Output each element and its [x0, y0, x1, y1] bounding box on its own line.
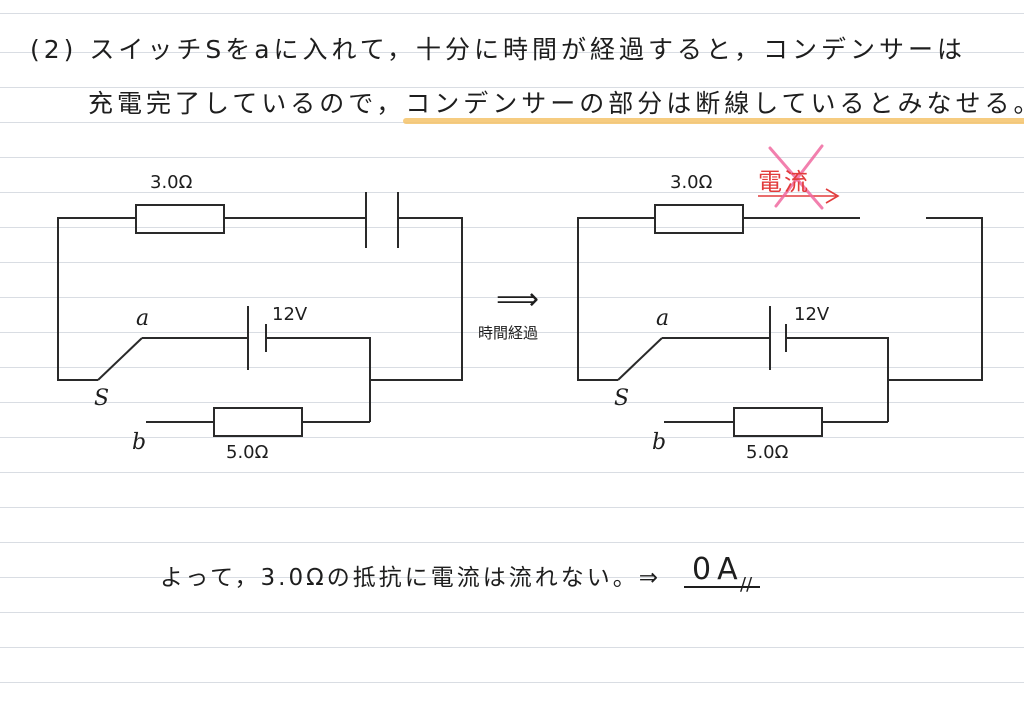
left-node-b: b: [132, 430, 147, 455]
right-battery-to-node: [786, 337, 889, 422]
cross-out-stroke-2: [774, 144, 824, 208]
right-right-wire: [888, 217, 983, 381]
right-battery-label: 12V: [794, 304, 830, 325]
left-resistor-top: [135, 204, 225, 234]
left-resistor-top-label: 3.0Ω: [150, 172, 193, 193]
statement-line-2-plain: 充電完了しているので，: [88, 89, 406, 118]
transition-label: 時間経過: [478, 324, 539, 342]
left-top-wire: [57, 217, 136, 381]
left-battery-label: 12V: [272, 304, 308, 325]
current-arrow-head: [825, 188, 840, 204]
right-resistor-top-label: 3.0Ω: [670, 172, 713, 193]
right-resistor-top: [654, 204, 744, 234]
left-resistor-bottom: [213, 407, 303, 437]
statement-line-1: (2) スイッチSをaに入れて，十分に時間が経過すると，コンデンサーは: [30, 35, 967, 64]
answer-end-mark: //: [740, 574, 753, 595]
right-node-b: b: [652, 430, 667, 455]
left-circuit: [57, 192, 463, 437]
left-switch-blade: [97, 337, 143, 381]
answer-value: 0A: [692, 552, 744, 587]
left-resistor-bottom-label: 5.0Ω: [226, 442, 269, 463]
highlighted-statement: コンデンサーの部分は断線しているとみなせる。: [405, 89, 1024, 118]
left-node-a: a: [136, 306, 150, 331]
right-switch-blade: [617, 337, 663, 381]
answer-underline: [684, 586, 760, 588]
right-resistor-bottom: [733, 407, 823, 437]
right-circuit: [577, 144, 983, 437]
right-node-a: a: [656, 306, 670, 331]
left-right-wire: [370, 217, 463, 381]
left-battery-to-node: [266, 337, 371, 422]
current-label-crossed: 電流: [758, 168, 810, 196]
right-node-s: S: [614, 386, 630, 411]
transition-arrow-icon: ⟹: [496, 282, 540, 317]
right-top-wire: [577, 217, 655, 381]
statement-line-2: 充電完了しているので，コンデンサーの部分は断線しているとみなせる。: [88, 84, 1024, 120]
left-node-s: S: [94, 386, 110, 411]
conclusion-text: よって，3.0Ωの抵抗に電流は流れない。⇒: [160, 565, 661, 591]
right-resistor-bottom-label: 5.0Ω: [746, 442, 789, 463]
